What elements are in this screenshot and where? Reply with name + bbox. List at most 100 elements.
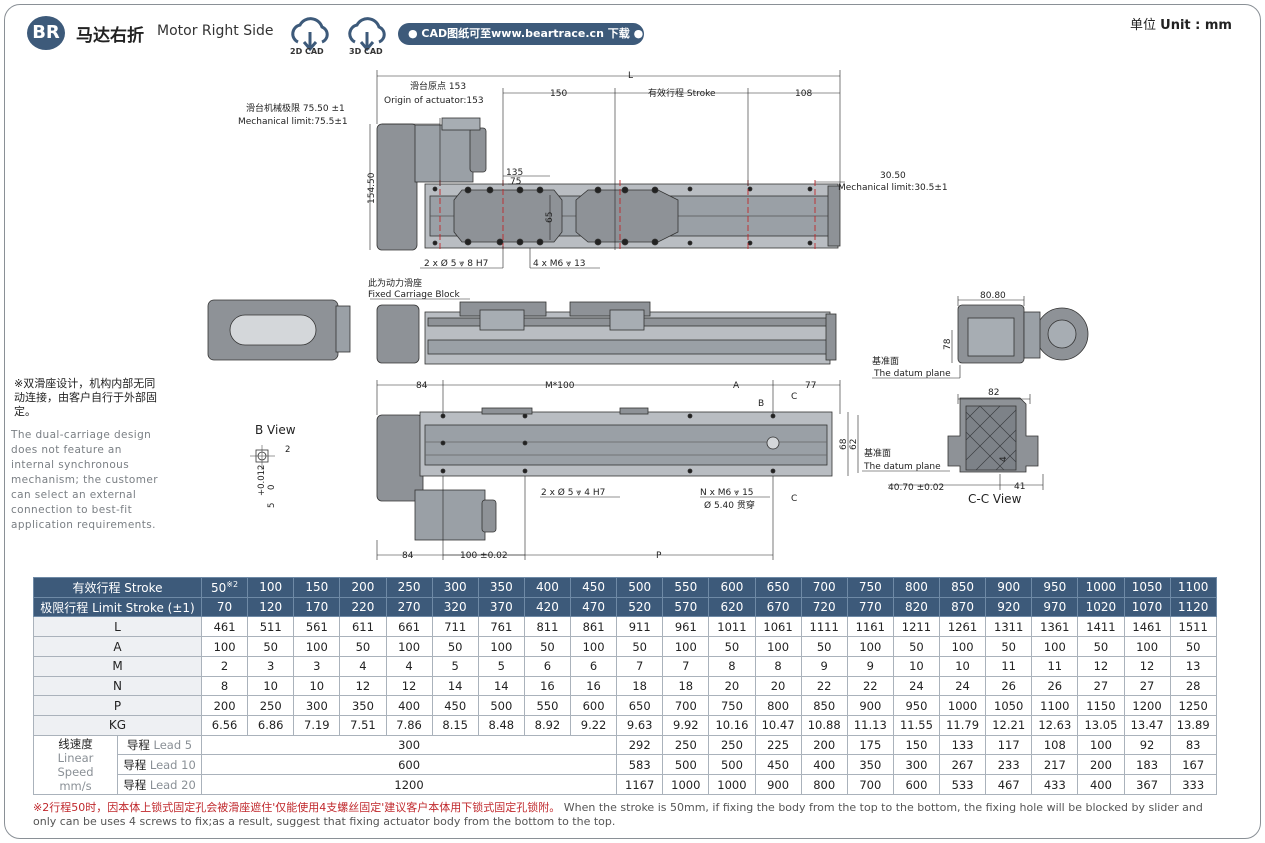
dim-41: 41 <box>1014 482 1025 492</box>
speed-cell: 900 <box>754 774 802 795</box>
value-cell: 611 <box>339 616 387 638</box>
top-view <box>376 117 841 252</box>
value-cell: 22 <box>800 675 848 697</box>
stroke-cell: 950 <box>1031 577 1079 598</box>
cc-view-label: C-C View <box>968 492 1022 506</box>
value-cell: 9 <box>846 655 894 677</box>
dim-84-top: 84 <box>416 381 428 391</box>
value-cell: 1111 <box>800 616 848 638</box>
cloud-download-2d-icon[interactable] <box>288 12 332 60</box>
limit-cell: 520 <box>616 596 664 618</box>
row-label-kg: KG <box>33 715 202 736</box>
row-label-p: P <box>33 695 202 717</box>
value-cell: 1461 <box>1123 616 1171 638</box>
series-badge: BR <box>27 16 65 50</box>
stroke-cell: 250 <box>385 577 433 598</box>
value-cell: 8 <box>200 675 249 697</box>
value-cell: 13 <box>1169 655 1217 677</box>
dim-150: 150 <box>550 89 567 99</box>
value-cell: 50 <box>431 636 479 657</box>
value-cell: 7.86 <box>385 715 433 736</box>
stroke-cell: 1100 <box>1169 577 1217 598</box>
value-cell: 16 <box>523 675 572 697</box>
speed-cell: 175 <box>846 734 894 756</box>
speed-cell: 450 <box>754 754 802 776</box>
value-cell: 9.22 <box>569 715 618 736</box>
value-cell: 10 <box>247 675 295 697</box>
stroke-cell: 400 <box>523 577 572 598</box>
origin-cn-label: 滑台原点 153 <box>410 80 466 92</box>
stroke-cell: 600 <box>708 577 756 598</box>
stroke-header: 有效行程 Stroke <box>33 577 202 598</box>
b-view-2: 2 <box>285 445 290 455</box>
stroke-cell: 1050 <box>1123 577 1171 598</box>
speed-cell: 500 <box>708 754 756 776</box>
lead-cn: 导程 <box>123 757 147 772</box>
value-cell: 8 <box>754 655 802 677</box>
value-cell: 6 <box>523 655 572 677</box>
value-cell: 12.63 <box>1031 715 1079 736</box>
mech-limit-en-label: Mechanical limit:75.5±1 <box>238 117 348 127</box>
title-en: Motor Right Side <box>157 23 274 39</box>
speed-cell: 533 <box>938 774 987 795</box>
cad3d-label[interactable]: 3D CAD <box>349 47 383 56</box>
value-cell: 100 <box>1031 636 1079 657</box>
lead-label: 导程 Lead 20 <box>117 774 202 795</box>
limit-cell: 770 <box>846 596 894 618</box>
speed-cell: 300 <box>892 754 941 776</box>
dim-B: B <box>758 399 764 409</box>
value-cell: 1000 <box>938 695 987 717</box>
value-cell: 550 <box>523 695 572 717</box>
footnote-en: When the stroke is 50mm, if fixing the b… <box>33 801 1203 828</box>
value-cell: 8 <box>708 655 756 677</box>
dim-62: 62 <box>849 439 859 450</box>
value-cell: 5 <box>477 655 525 677</box>
value-cell: 7.51 <box>339 715 387 736</box>
dim-77: 77 <box>805 381 816 391</box>
value-cell: 3 <box>247 655 295 677</box>
value-cell: 2 <box>200 655 249 677</box>
speed-cell: 133 <box>938 734 987 756</box>
value-cell: 12.21 <box>985 715 1033 736</box>
speed-cell: 333 <box>1169 774 1217 795</box>
value-cell: 50 <box>339 636 387 657</box>
lead-value: Lead 20 <box>149 777 196 792</box>
speed-cell: 83 <box>1169 734 1217 756</box>
limit-cell: 320 <box>431 596 479 618</box>
value-cell: 7.19 <box>293 715 341 736</box>
cloud-download-3d-icon[interactable] <box>345 12 389 60</box>
technical-drawing: 滑台原点 153 Origin of actuator:153 滑台机械极限 7… <box>207 70 1089 561</box>
value-cell: 6 <box>569 655 618 677</box>
value-cell: 7 <box>662 655 710 677</box>
value-cell: 100 <box>1123 636 1171 657</box>
value-cell: 950 <box>892 695 941 717</box>
value-cell: 1311 <box>985 616 1033 638</box>
b-view-5: 5 <box>267 503 277 508</box>
speed-cell: 500 <box>662 754 710 776</box>
limit-cell: 470 <box>569 596 618 618</box>
bottom-view <box>376 407 833 541</box>
speed-cell: 150 <box>892 734 941 756</box>
value-cell: 750 <box>708 695 756 717</box>
value-cell: 11.79 <box>938 715 987 736</box>
dim-P: P <box>656 551 662 561</box>
stroke-cell: 850 <box>938 577 987 598</box>
stroke-cell: 500 <box>616 577 664 598</box>
value-cell: 50 <box>1169 636 1217 657</box>
value-cell: 18 <box>662 675 710 697</box>
cad2d-label[interactable]: 2D CAD <box>290 47 324 56</box>
speed-cell: 600 <box>892 774 941 795</box>
limit-cell: 670 <box>754 596 802 618</box>
value-cell: 100 <box>754 636 802 657</box>
value-cell: 461 <box>200 616 249 638</box>
value-cell: 12 <box>1077 655 1125 677</box>
datum1-cn: 基准面 <box>872 355 899 367</box>
value-cell: 27 <box>1077 675 1125 697</box>
value-cell: 250 <box>247 695 295 717</box>
cad-download-link[interactable]: ● CAD图纸可至www.beartrace.cn 下载 ● <box>398 23 644 45</box>
value-cell: 861 <box>569 616 618 638</box>
speed-cell: 350 <box>846 754 894 776</box>
dim-4: 4 <box>999 456 1009 462</box>
datum2-cn: 基准面 <box>864 447 891 459</box>
